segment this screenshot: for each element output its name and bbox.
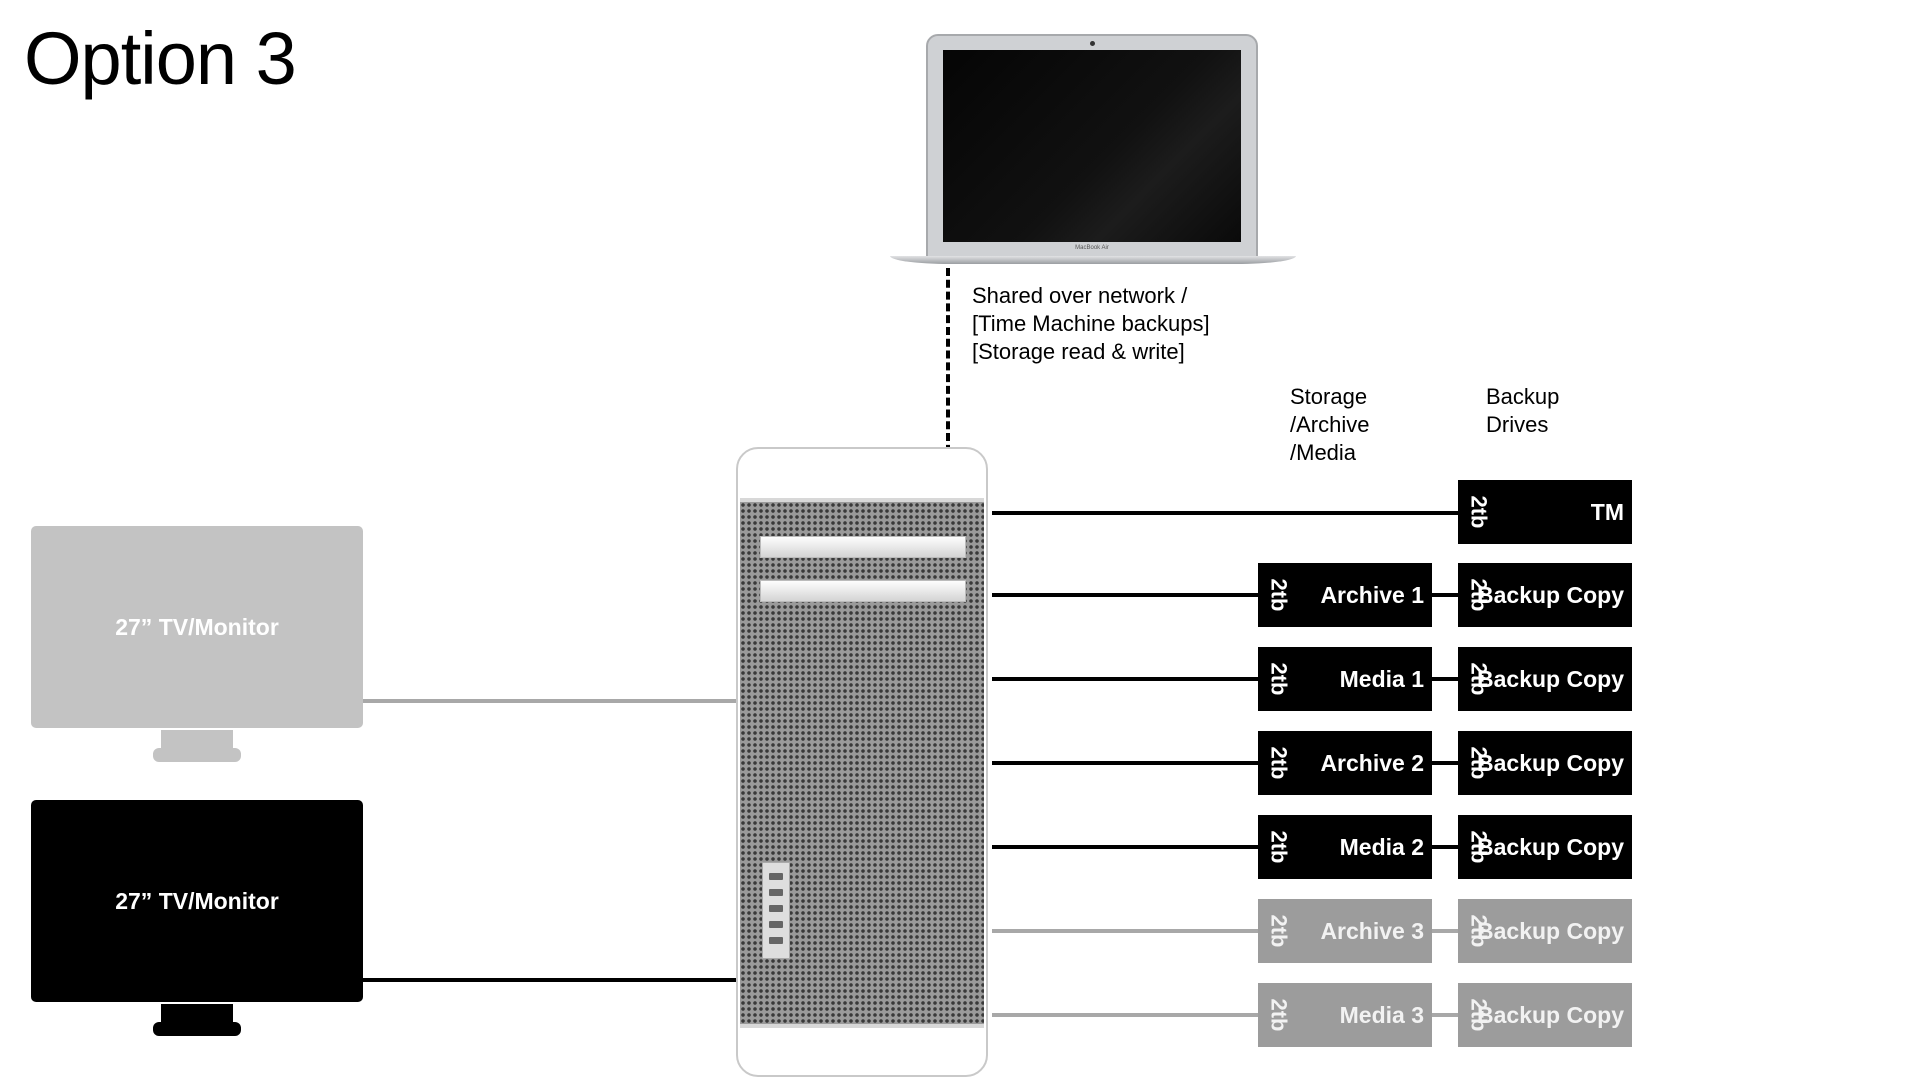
page-title: Option 3: [24, 17, 297, 100]
backup-cable: [1432, 929, 1458, 933]
storage-header-line: /Archive: [1290, 412, 1370, 437]
backup-header-line: Drives: [1486, 412, 1549, 437]
drive-label: Backup Copy: [1477, 1001, 1624, 1028]
laptop-brand: MacBook Air: [1075, 245, 1109, 251]
drive-label: Backup Copy: [1477, 917, 1624, 944]
storage-header-line: /Media: [1290, 440, 1357, 465]
drive-label: Media 3: [1339, 1001, 1424, 1028]
backup-header-line: Backup: [1486, 384, 1560, 409]
drive-capacity: 2tb: [1266, 914, 1291, 948]
network-label-line: Shared over network /: [972, 283, 1188, 308]
backup-cable: [1432, 845, 1458, 849]
monitor-foot: [153, 1022, 241, 1036]
drive-capacity: 2tb: [1266, 746, 1291, 780]
drive-label: TM: [1590, 498, 1624, 525]
monitor-active: 27” TV/Monitor: [31, 800, 363, 1040]
storage-cable: [992, 593, 1258, 597]
tower-grille: [740, 498, 984, 1028]
network-label-line: [Storage read & write]: [972, 339, 1185, 364]
drive-label: Archive 1: [1320, 581, 1424, 608]
backup-cable: [1432, 1013, 1458, 1017]
network-label: Shared over network / [Time Machine back…: [972, 282, 1210, 366]
drive-capacity: 2tb: [1266, 830, 1291, 864]
tm-cable: [992, 511, 1458, 515]
storage-cable: [992, 845, 1258, 849]
storage-cable: [992, 929, 1258, 933]
storage-drive: 2tb Media 3: [1258, 983, 1432, 1047]
storage-cable: [992, 761, 1258, 765]
storage-header-line: Storage: [1290, 384, 1368, 409]
monitor-neck: [161, 1004, 233, 1022]
monitor-label: 27” TV/Monitor: [31, 800, 363, 1002]
drive-capacity: 2tb: [1266, 578, 1291, 612]
storage-column-header: Storage /Archive /Media: [1290, 383, 1369, 467]
storage-drive: 2tb Archive 1: [1258, 563, 1432, 627]
mac-pro-tower-icon: [736, 447, 988, 1081]
storage-drive: 2tb Archive 2: [1258, 731, 1432, 795]
laptop-camera: [1090, 41, 1095, 46]
drive-capacity: 2tb: [1266, 998, 1291, 1032]
drive-capacity: 2tb: [1466, 495, 1491, 529]
network-connection-line: [946, 268, 950, 500]
front-ports: [762, 862, 790, 959]
drive-capacity: 2tb: [1266, 662, 1291, 696]
backup-cable: [1432, 593, 1458, 597]
drive-label: Archive 3: [1320, 917, 1424, 944]
backup-cable: [1432, 677, 1458, 681]
backup-cable: [1432, 761, 1458, 765]
network-label-line: [Time Machine backups]: [972, 311, 1210, 336]
tm-drive: 2tb TM: [1458, 480, 1632, 544]
drive-label: Backup Copy: [1477, 665, 1624, 692]
drive-label: Media 2: [1339, 833, 1424, 860]
storage-drive: 2tb Archive 3: [1258, 899, 1432, 963]
monitor-inactive-cable: [363, 699, 736, 703]
storage-cable: [992, 1013, 1258, 1017]
monitor-foot: [153, 748, 241, 762]
laptop-lid: MacBook Air: [926, 34, 1258, 259]
drive-label: Backup Copy: [1477, 749, 1624, 776]
monitor-active-cable: [363, 978, 736, 982]
monitor-neck: [161, 730, 233, 748]
laptop-screen: [943, 50, 1241, 242]
optical-bay: [760, 536, 966, 558]
drive-label: Archive 2: [1320, 749, 1424, 776]
storage-drive: 2tb Media 1: [1258, 647, 1432, 711]
laptop-icon: MacBook Air: [890, 34, 1296, 269]
drive-label: Backup Copy: [1477, 581, 1624, 608]
storage-cable: [992, 677, 1258, 681]
drive-label: Media 1: [1339, 665, 1424, 692]
monitor-inactive: 27” TV/Monitor: [31, 526, 363, 766]
laptop-base: [890, 256, 1296, 264]
monitor-label: 27” TV/Monitor: [31, 526, 363, 728]
backup-column-header: Backup Drives: [1486, 383, 1559, 439]
drive-label: Backup Copy: [1477, 833, 1624, 860]
optical-bay: [760, 580, 966, 602]
storage-drive: 2tb Media 2: [1258, 815, 1432, 879]
